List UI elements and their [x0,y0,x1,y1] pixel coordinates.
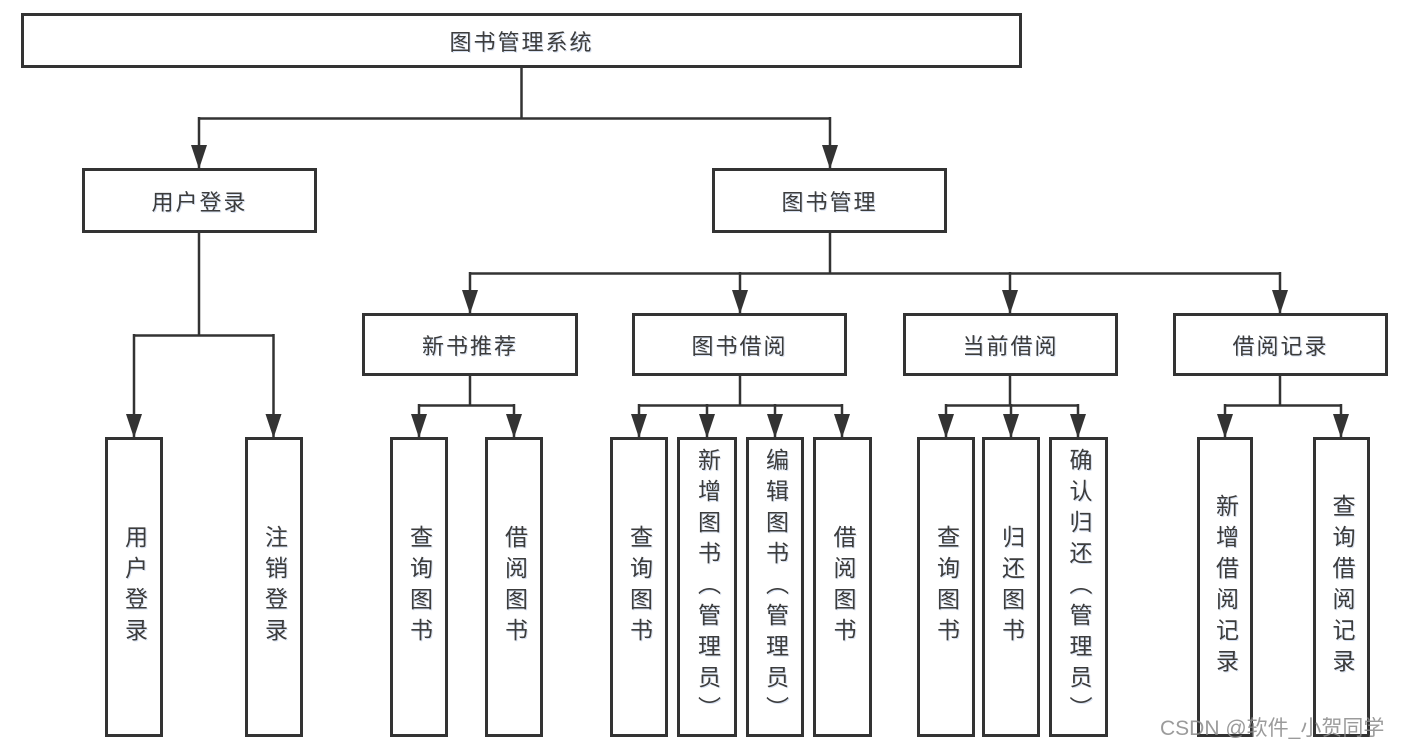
node-user-login: 用户登录 [82,168,317,233]
node-label: 新增借阅记录 [1212,494,1239,680]
leaf-query-books-3: 查询图书 [917,437,975,737]
leaf-add-book-admin: 新增图书（管理员） [677,437,737,737]
node-label: 新增图书（管理员） [694,447,721,727]
node-label: 查询借阅记录 [1329,494,1355,680]
node-label: 用户登录 [121,525,148,649]
csdn-watermark: CSDN @软件_小贺同学 [1160,717,1385,740]
leaf-edit-book-admin: 编辑图书（管理员） [746,437,804,737]
leaf-query-borrow-record: 查询借阅记录 [1313,437,1370,737]
node-current-borrowing: 当前借阅 [903,313,1118,376]
node-label: 编辑图书（管理员） [762,447,789,727]
node-label: 查询图书 [406,525,433,649]
node-label: 借阅记录 [1232,333,1329,359]
leaf-borrow-books-2: 借阅图书 [813,437,872,737]
leaf-confirm-return-admin: 确认归还（管理员） [1049,437,1108,737]
node-label: 当前借阅 [962,333,1059,359]
node-borrowing-records: 借阅记录 [1173,313,1388,376]
node-label: 查询图书 [626,525,653,649]
leaf-return-books: 归还图书 [982,437,1040,737]
node-book-management: 图书管理 [712,168,947,233]
leaf-logout: 注销登录 [245,437,303,737]
node-label: 图书借阅 [691,333,788,359]
node-label: 查询图书 [933,525,960,649]
node-label: 借阅图书 [501,525,528,649]
node-label: 新书推荐 [421,333,518,359]
leaf-query-books: 查询图书 [390,437,448,737]
node-label: 借阅图书 [830,525,856,649]
node-label: 归还图书 [998,525,1025,649]
node-library-management-system: 图书管理系统 [21,13,1022,68]
node-label: 注销登录 [261,525,288,649]
node-new-book-recommendation: 新书推荐 [362,313,578,376]
leaf-borrow-books: 借阅图书 [485,437,543,737]
node-label: 图书管理 [781,189,878,215]
node-label: 图书管理系统 [449,29,594,55]
leaf-user-login: 用户登录 [105,437,163,737]
leaf-add-borrow-record: 新增借阅记录 [1197,437,1253,737]
leaf-query-books-2: 查询图书 [610,437,668,737]
node-book-borrowing: 图书借阅 [632,313,847,376]
node-label: 用户登录 [151,189,248,215]
node-label: 确认归还（管理员） [1066,447,1092,727]
